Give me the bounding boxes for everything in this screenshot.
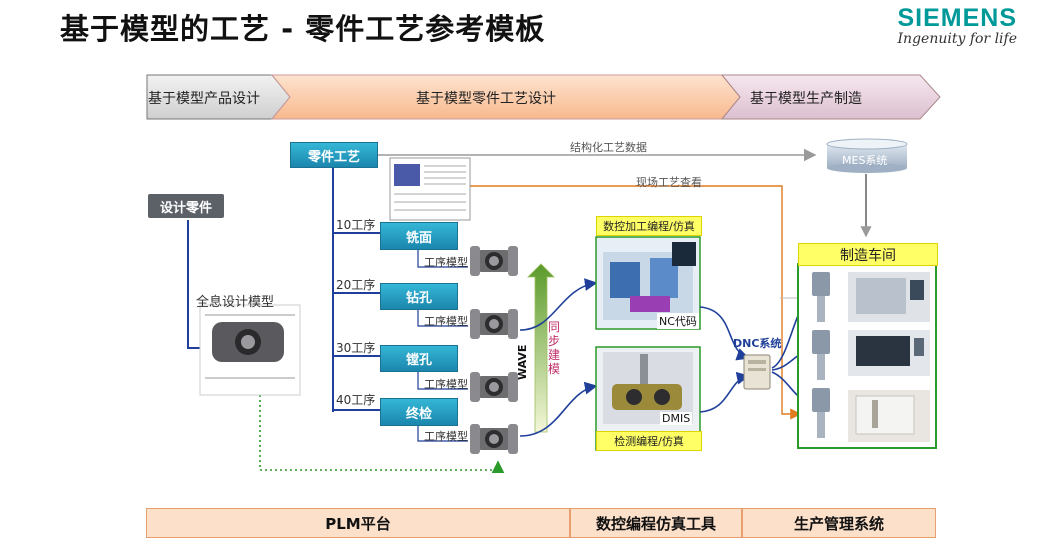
part-model-30 xyxy=(470,372,518,402)
kiosk-icon xyxy=(812,388,830,438)
dnc-label: DNC系统 xyxy=(733,337,782,350)
structured-data-label: 结构化工艺数据 xyxy=(570,141,647,154)
wave-label: WAVE xyxy=(516,344,529,380)
op-20-seq: 20工序 xyxy=(336,278,376,292)
workshop-label: 制造车间 xyxy=(798,243,938,266)
op-40-seq: 40工序 xyxy=(336,393,376,407)
design-part-node: 设计零件 xyxy=(148,194,224,218)
op-10-seq: 10工序 xyxy=(336,218,376,232)
bottom-plm: PLM平台 xyxy=(146,508,570,538)
op-model-link-30 xyxy=(417,370,468,390)
process-step-manufacture-label: 基于模型生产制造 xyxy=(750,91,862,107)
brand-tagline: Ingenuity for life xyxy=(897,31,1017,47)
op-20-model: 工序模型 xyxy=(424,315,468,328)
to-nc-arrow xyxy=(519,278,598,331)
mes-cylinder xyxy=(826,138,908,173)
site-view-label: 现场工艺查看 xyxy=(636,176,702,189)
sync-modeling-label: 同步建模 xyxy=(548,320,561,376)
op-40-model: 工序模型 xyxy=(424,430,468,443)
brand-name: SIEMENS xyxy=(897,4,1017,32)
siemens-logo: SIEMENS Ingenuity for life xyxy=(897,4,1017,47)
kiosk-icon xyxy=(812,330,830,380)
nc-code-label: NC代码 xyxy=(657,313,699,329)
machine-tool-2 xyxy=(848,330,930,376)
process-document-thumbnail xyxy=(389,157,471,221)
to-inspect-arrow xyxy=(519,381,598,437)
part-model-20 xyxy=(470,309,518,339)
op-40-node: 终检 xyxy=(380,398,458,426)
op-30-node: 镗孔 xyxy=(380,345,458,372)
mes-label: MES系统 xyxy=(842,154,888,167)
design-part-connector xyxy=(187,220,205,349)
dmis-label: DMIS xyxy=(660,412,693,425)
part-model-40 xyxy=(470,424,518,454)
process-step-design-label: 基于模型产品设计 xyxy=(148,91,260,107)
process-step-manufacture xyxy=(720,74,941,120)
full-design-model-image xyxy=(199,304,301,396)
dnc-computer-icon xyxy=(743,354,771,390)
nc-to-dnc-arrow xyxy=(699,306,750,361)
op-20-node: 钻孔 xyxy=(380,283,458,310)
op-30-seq: 30工序 xyxy=(336,341,376,355)
kiosk-icon xyxy=(812,272,830,322)
nc-panel-label: 数控加工编程/仿真 xyxy=(596,216,702,236)
page-title: 基于模型的工艺 - 零件工艺参考模板 xyxy=(60,12,546,46)
op-model-link-40 xyxy=(417,424,468,442)
op-10-node: 铣面 xyxy=(380,222,458,250)
machine-tool-1 xyxy=(848,272,930,322)
op-model-link-10 xyxy=(417,248,468,268)
op-30-model: 工序模型 xyxy=(424,378,468,391)
bottom-nc-tools: 数控编程仿真工具 xyxy=(570,508,742,538)
part-model-10 xyxy=(470,246,518,276)
part-process-node: 零件工艺 xyxy=(290,142,378,168)
site-view-line xyxy=(470,185,802,420)
inspect-panel-label: 检测编程/仿真 xyxy=(596,431,702,451)
op-10-model: 工序模型 xyxy=(424,256,468,269)
bottom-mes: 生产管理系统 xyxy=(742,508,936,538)
wave-up-arrow xyxy=(527,263,555,433)
dmis-to-dnc-arrow xyxy=(699,371,750,413)
machine-tool-3 xyxy=(848,390,930,442)
model-to-final-dotted xyxy=(259,390,505,474)
process-step-process-label: 基于模型零件工艺设计 xyxy=(416,91,556,107)
full-design-model-label: 全息设计模型 xyxy=(196,295,275,310)
op-model-link-20 xyxy=(417,307,468,327)
